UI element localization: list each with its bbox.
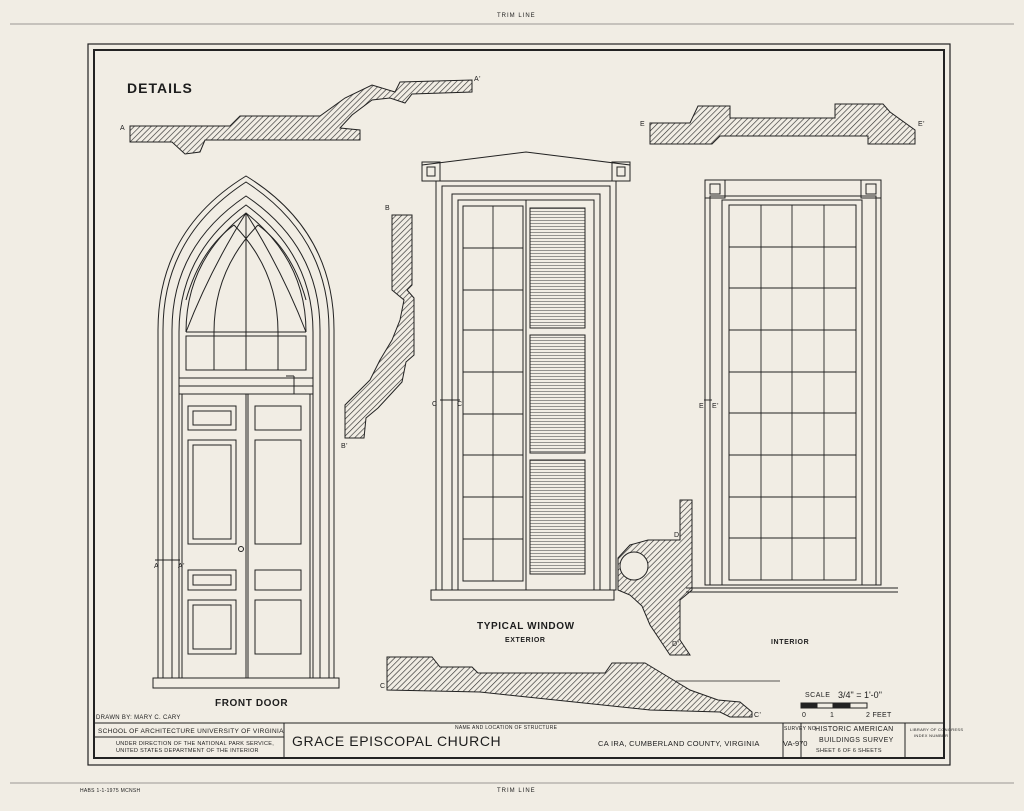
survey-name-1: HISTORIC AMERICAN <box>815 726 894 733</box>
trim-line-bottom: TRIM LINE <box>497 788 536 794</box>
mark-e-prime-window: E' <box>712 403 719 410</box>
mark-c-prime-window: C' <box>457 401 465 408</box>
sheet-title: DETAILS <box>127 80 193 96</box>
survey-name-2: BUILDINGS SURVEY <box>819 737 894 744</box>
interior-window-panes <box>704 205 856 580</box>
scale-label: SCALE <box>805 692 831 699</box>
scale-tick-2: 2 FEET <box>866 712 892 719</box>
outer-border <box>87 43 951 766</box>
print-code: HABS 1-1-1975 MCNSH <box>80 788 141 794</box>
interior-label: INTERIOR <box>771 639 810 646</box>
structure-caption: NAME AND LOCATION OF STRUCTURE <box>455 725 558 731</box>
scale-value: 3/4" = 1'-0" <box>838 690 882 700</box>
mark-a-door: A <box>154 563 160 570</box>
mark-e-prime: E' <box>918 121 925 128</box>
exterior-label: EXTERIOR <box>505 637 546 644</box>
library-index: INDEX NUMBER <box>914 733 949 738</box>
structure-name: GRACE EPISCOPAL CHURCH <box>292 733 502 749</box>
mark-a: A <box>120 125 126 132</box>
mark-e: E <box>640 121 646 128</box>
structure-location: CA IRA, CUMBERLAND COUNTY, VIRGINIA <box>598 739 760 748</box>
mark-b-prime: B' <box>341 443 348 450</box>
under-direction: UNDER DIRECTION OF THE NATIONAL PARK SER… <box>116 741 275 747</box>
exterior-window-panes <box>440 206 523 581</box>
mark-c-prime: C' <box>754 712 762 719</box>
mark-c-window: C <box>432 401 438 408</box>
survey-no-label: SURVEY NO. <box>784 726 818 732</box>
mark-d-prime: D' <box>672 641 680 648</box>
exterior-window-drawing <box>421 151 631 601</box>
typical-window-label: TYPICAL WINDOW <box>477 621 575 632</box>
scale-tick-0: 0 <box>802 712 807 719</box>
mark-a-prime-door: A' <box>178 563 185 570</box>
profile-d <box>617 499 693 656</box>
department: UNITED STATES DEPARTMENT OF THE INTERIOR <box>116 748 259 754</box>
scale-bar-graphic <box>676 680 868 709</box>
drawn-by: DRAWN BY: MARY C. CARY <box>96 715 181 721</box>
profile-a <box>129 79 473 155</box>
sheet-number: SHEET 6 OF 6 SHEETS <box>816 748 882 754</box>
profile-c <box>386 656 753 718</box>
mark-d: D <box>674 532 680 539</box>
interior-window-drawing <box>686 179 898 593</box>
inner-border <box>93 49 945 759</box>
library-label: LIBRARY OF CONGRESS <box>910 727 964 732</box>
front-door-drawing <box>152 175 340 689</box>
profile-e <box>649 103 916 145</box>
mark-c: C <box>380 683 386 690</box>
scale-tick-1: 1 <box>830 712 835 719</box>
school-name: SCHOOL OF ARCHITECTURE UNIVERSITY OF VIR… <box>98 728 284 735</box>
mark-b: B <box>385 205 391 212</box>
mark-a-prime: A' <box>474 76 481 83</box>
survey-no: VA-970 <box>783 739 808 748</box>
profile-b <box>344 214 415 439</box>
front-door-label: FRONT DOOR <box>215 698 289 709</box>
mark-e-window: E <box>699 403 705 410</box>
title-block-lines <box>94 722 944 758</box>
trim-line-top: TRIM LINE <box>497 13 536 19</box>
